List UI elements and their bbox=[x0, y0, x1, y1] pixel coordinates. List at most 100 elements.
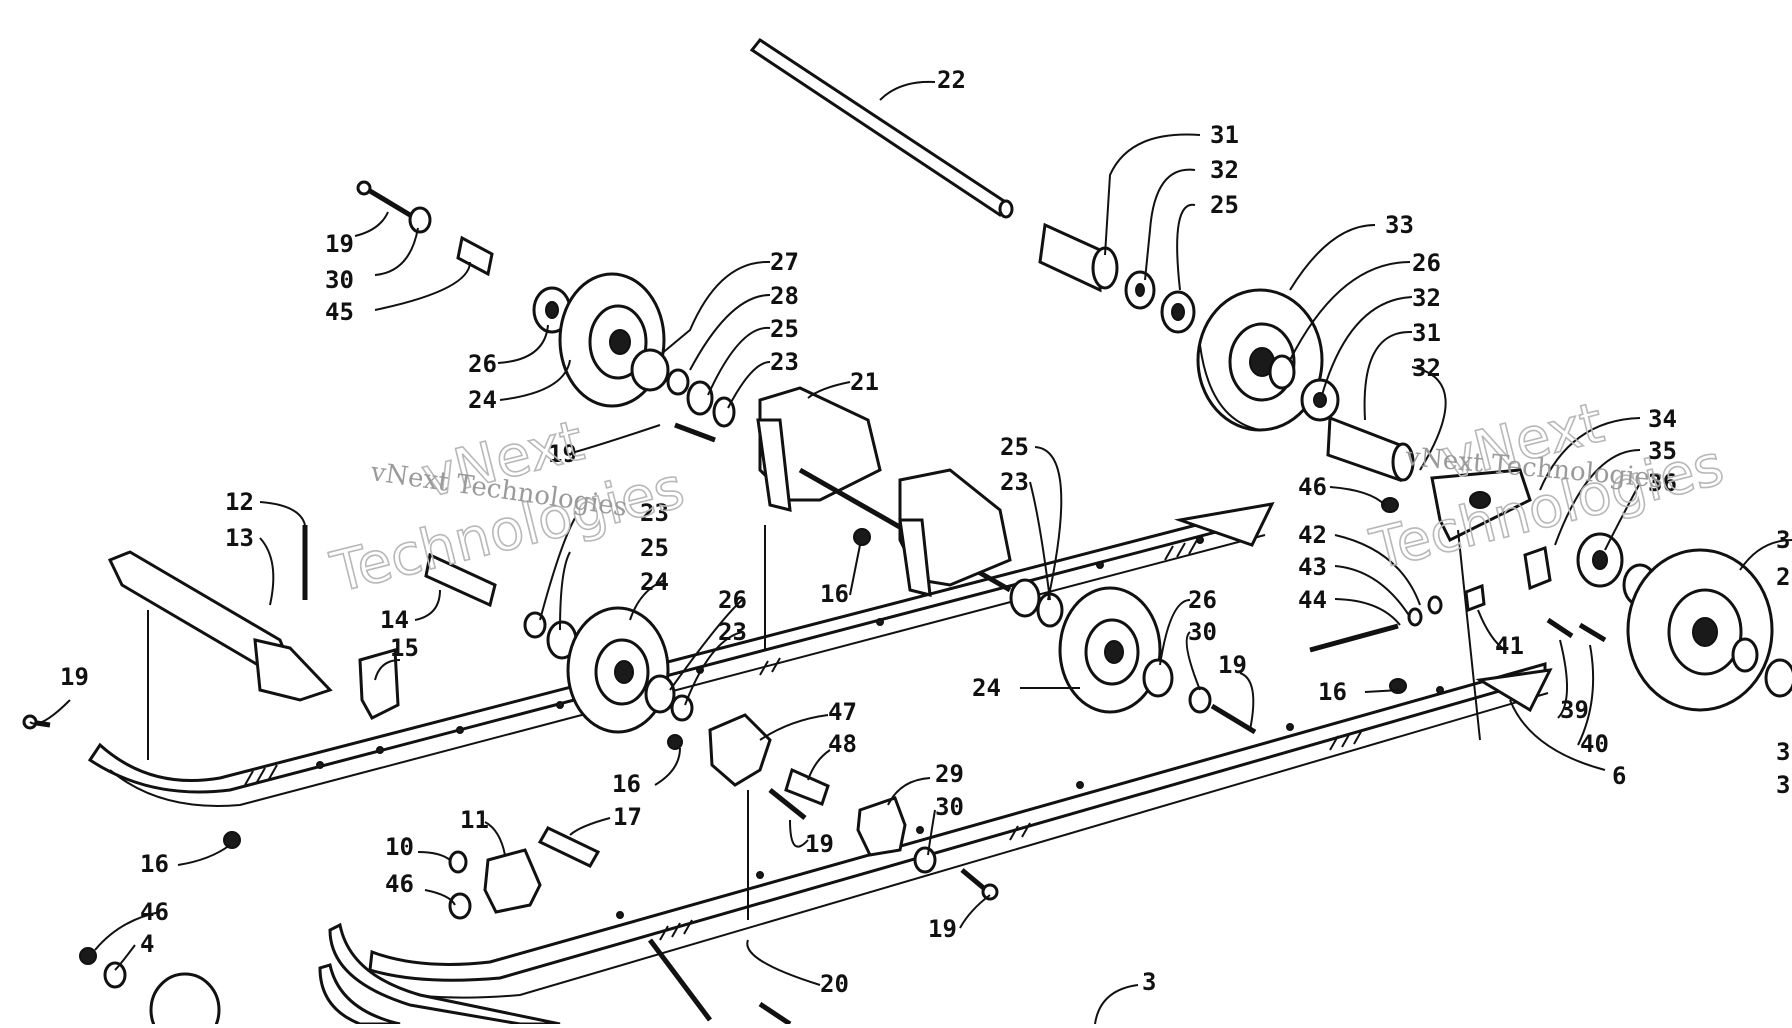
bottom-left-wheel bbox=[149, 972, 221, 1028]
upper-right-bearing-32 bbox=[1300, 378, 1340, 422]
callout-19: 19 bbox=[928, 915, 957, 943]
callout-22: 22 bbox=[937, 66, 966, 94]
callout-25: 25 bbox=[1210, 191, 1239, 219]
callout-12: 12 bbox=[225, 488, 254, 516]
lower-left-washer-26 bbox=[644, 674, 676, 714]
callout-30: 30 bbox=[1188, 618, 1217, 646]
callout-26: 26 bbox=[1188, 586, 1217, 614]
washer-4 bbox=[103, 961, 127, 989]
block-29 bbox=[856, 796, 907, 857]
callout-32: 32 bbox=[1412, 354, 1441, 382]
upper-slide-rail bbox=[87, 502, 1275, 807]
callout-23: 23 bbox=[1000, 468, 1029, 496]
right-bolt-44 bbox=[1309, 623, 1399, 653]
callout-24: 24 bbox=[640, 568, 669, 596]
upper-left-bearing-25 bbox=[686, 380, 714, 416]
callout-48: 48 bbox=[828, 730, 857, 758]
callout-16: 16 bbox=[140, 850, 169, 878]
callout-32: 32 bbox=[1210, 156, 1239, 184]
callout-15: 15 bbox=[390, 634, 419, 662]
callout-31: 31 bbox=[1210, 121, 1239, 149]
callout-45: 45 bbox=[325, 298, 354, 326]
washer-30-lower bbox=[913, 846, 937, 874]
callout-29: 29 bbox=[935, 760, 964, 788]
middle-washer-26 bbox=[1142, 658, 1174, 698]
callout-10: 10 bbox=[385, 833, 414, 861]
callout-23: 23 bbox=[640, 499, 669, 527]
right-nut-46 bbox=[1381, 497, 1399, 513]
right-bracket-bearing bbox=[1576, 532, 1624, 588]
callout-26: 26 bbox=[1412, 249, 1441, 277]
callout-46: 46 bbox=[385, 870, 414, 898]
upper-left-washer-30 bbox=[408, 206, 432, 234]
bolt-19-bottom bbox=[960, 868, 999, 901]
middle-washer-30 bbox=[1188, 686, 1212, 714]
front-bracket-15 bbox=[358, 648, 400, 720]
callout-4: 4 bbox=[140, 930, 154, 958]
callout-32: 32 bbox=[1412, 284, 1441, 312]
upper-right-washer-26 bbox=[1268, 354, 1296, 390]
callout-47: 47 bbox=[828, 698, 857, 726]
lower-left-idler-wheel bbox=[566, 606, 670, 734]
far-right-washer bbox=[1731, 637, 1759, 673]
callout-23: 23 bbox=[770, 348, 799, 376]
upper-right-idler-wheel bbox=[1196, 288, 1324, 432]
callout-19: 19 bbox=[1218, 651, 1247, 679]
callout-21: 21 bbox=[850, 368, 879, 396]
bolt-bottom-center bbox=[648, 938, 792, 1027]
callout-3-edge: 3 bbox=[1776, 771, 1790, 799]
right-washer-43 bbox=[1407, 607, 1423, 627]
callout-3-edge: 3 bbox=[1776, 526, 1790, 554]
callout-25: 25 bbox=[640, 534, 669, 562]
callout-13: 13 bbox=[225, 524, 254, 552]
callout-46: 46 bbox=[1298, 473, 1327, 501]
upper-right-spacer-31 bbox=[1326, 415, 1415, 483]
callout-30: 30 bbox=[325, 266, 354, 294]
bolt-19-lower bbox=[768, 788, 807, 820]
right-screw-40 bbox=[1578, 622, 1607, 643]
callout-25: 25 bbox=[1000, 433, 1029, 461]
center-bearing-25 bbox=[1009, 578, 1041, 618]
center-nut-16 bbox=[853, 528, 871, 546]
front-nut-16 bbox=[223, 831, 241, 849]
callout-14: 14 bbox=[380, 606, 409, 634]
callout-20: 20 bbox=[820, 970, 849, 998]
lower-left-washer-23 bbox=[523, 611, 547, 639]
upper-left-bearing-27 bbox=[630, 348, 670, 392]
callout-36: 36 bbox=[1648, 469, 1677, 497]
callout-39: 39 bbox=[1560, 696, 1589, 724]
callout-44: 44 bbox=[1298, 586, 1327, 614]
upper-left-bolt-19 bbox=[356, 180, 412, 218]
callout-41: 41 bbox=[1495, 632, 1524, 660]
callout-40: 40 bbox=[1580, 730, 1609, 758]
callout-17: 17 bbox=[613, 803, 642, 831]
callout-24: 24 bbox=[972, 674, 1001, 702]
callout-42: 42 bbox=[1298, 521, 1327, 549]
middle-bolt-19 bbox=[1210, 703, 1257, 735]
nut-46-bottom bbox=[79, 947, 97, 965]
callout-11: 11 bbox=[460, 806, 489, 834]
spacer-48 bbox=[784, 767, 830, 806]
callout-31: 31 bbox=[1412, 319, 1441, 347]
callout-19: 19 bbox=[325, 230, 354, 258]
leader-lines bbox=[29, 80, 1792, 1025]
callout-16: 16 bbox=[1318, 678, 1347, 706]
upper-left-spacer-45 bbox=[456, 235, 494, 277]
callout-25: 25 bbox=[770, 315, 799, 343]
callout-19: 19 bbox=[548, 440, 577, 468]
right-washer-42 bbox=[1427, 595, 1443, 615]
far-right-idler-wheel bbox=[1626, 548, 1774, 712]
callout-3: 3 bbox=[1142, 968, 1156, 996]
upper-left-washer-28 bbox=[666, 368, 690, 396]
right-side-bracket bbox=[1430, 468, 1532, 543]
callout-35: 35 bbox=[1648, 437, 1677, 465]
upper-right-bearing-25 bbox=[1160, 290, 1196, 334]
callout-30: 30 bbox=[935, 793, 964, 821]
front-bolt-19 bbox=[22, 714, 51, 730]
nut-46-left bbox=[448, 892, 472, 920]
callout-28: 28 bbox=[770, 282, 799, 310]
link-block-47 bbox=[708, 713, 772, 787]
callout-3-edge: 3 bbox=[1776, 738, 1790, 766]
